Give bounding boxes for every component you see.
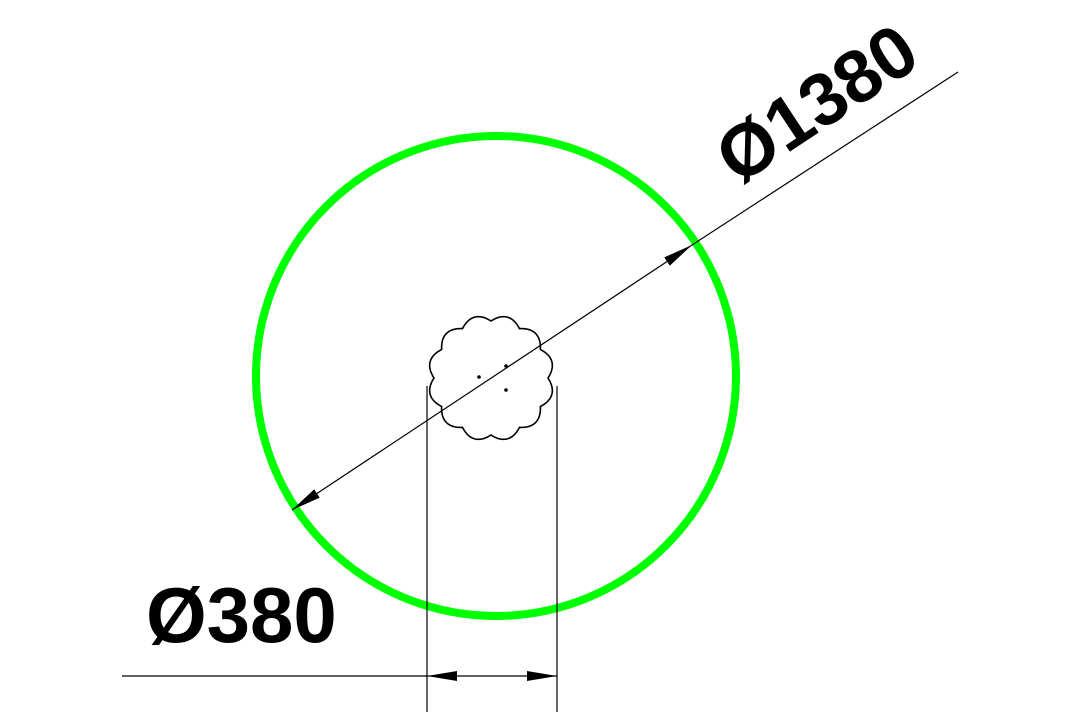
outer-diameter-label: Ø1380 xyxy=(701,7,932,199)
hub-dot-left xyxy=(477,375,481,379)
inner-diameter-label: Ø380 xyxy=(146,571,337,659)
outer-circle xyxy=(252,132,740,620)
outer-diameter-dimension-line xyxy=(291,244,693,511)
hub-dot-bottom xyxy=(504,388,508,392)
outer-diameter-leader-line xyxy=(691,71,959,246)
